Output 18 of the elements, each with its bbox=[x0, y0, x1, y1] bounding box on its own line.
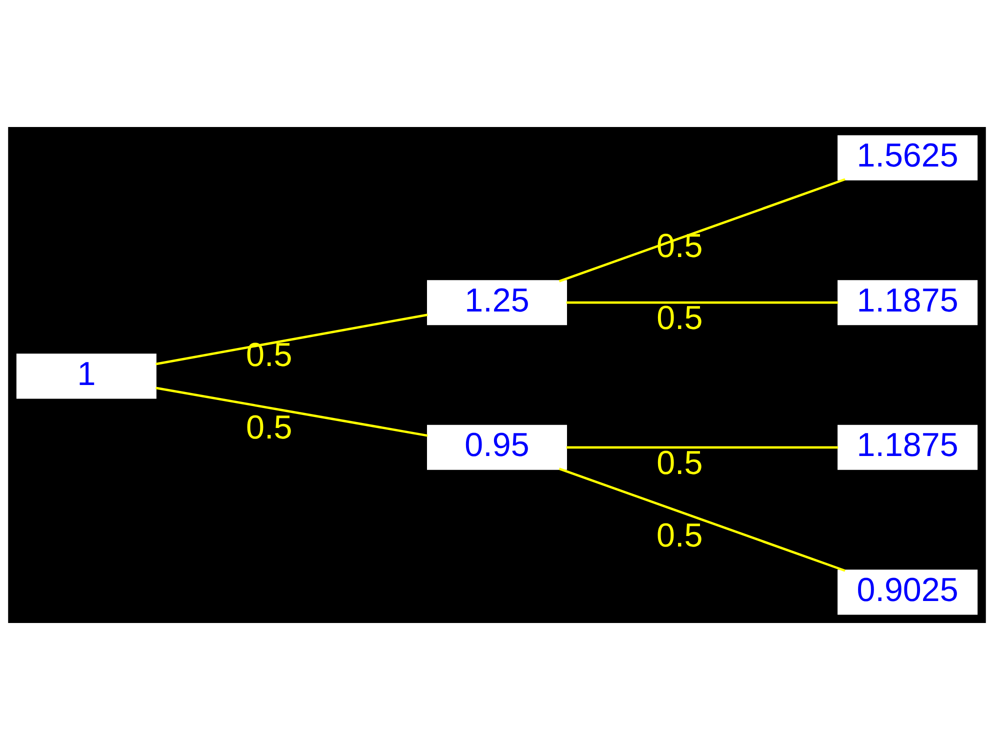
node-box: 1.1875 bbox=[838, 424, 978, 470]
connector bbox=[566, 446, 838, 449]
edge-label: 0.5 bbox=[246, 336, 292, 374]
edge-label: 0.5 bbox=[656, 444, 703, 482]
node-box: 1.25 bbox=[426, 280, 568, 326]
edge-label: 0.5 bbox=[656, 517, 703, 554]
node-box: 0.95 bbox=[426, 424, 568, 470]
connector bbox=[558, 468, 846, 572]
edge-label: 0.5 bbox=[656, 300, 703, 338]
node-box: 1 bbox=[16, 354, 156, 399]
connector bbox=[156, 314, 428, 366]
connector bbox=[156, 386, 428, 437]
node-box: 1.5625 bbox=[838, 135, 978, 180]
node-box: 0.9025 bbox=[838, 570, 978, 615]
connector bbox=[558, 178, 846, 282]
node-box: 1.1875 bbox=[838, 280, 978, 326]
connector bbox=[566, 301, 838, 304]
edge-label: 0.5 bbox=[246, 409, 292, 446]
